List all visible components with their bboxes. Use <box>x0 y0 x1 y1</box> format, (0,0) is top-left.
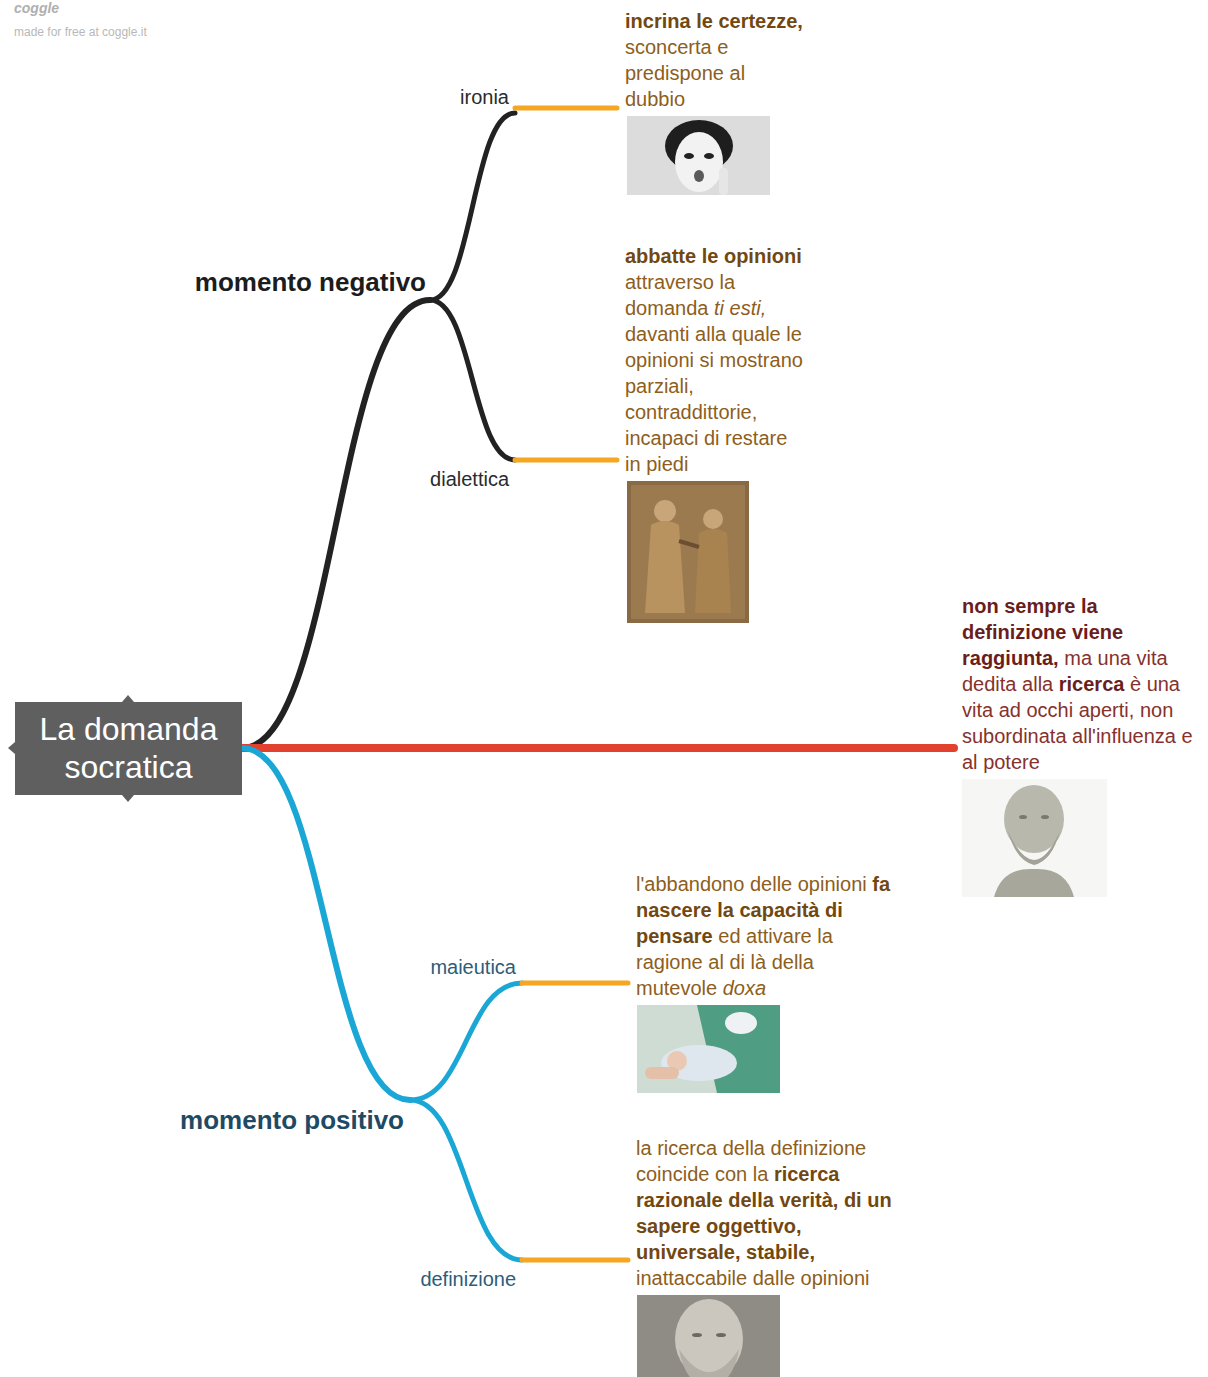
branch-connector <box>242 744 954 752</box>
node-text: incrina le certezze, sconcerta e predisp… <box>625 8 807 112</box>
handle-marker <box>122 795 134 802</box>
node-text: maieutica <box>430 954 516 980</box>
node-text: momento positivo <box>180 1104 404 1136</box>
branch-connector <box>410 983 522 1100</box>
node-text: abbatte le opinioni attraverso la domand… <box>625 243 807 477</box>
leaf-note: incrina le certezze, sconcerta e predisp… <box>617 8 807 112</box>
branch-connector <box>522 1258 628 1263</box>
branch-label: ironia <box>460 84 515 113</box>
node-text: dialettica <box>430 466 509 492</box>
branch-label: dialettica <box>430 460 515 492</box>
branch-connector <box>515 106 617 111</box>
branch-label: momento positivo <box>180 1100 410 1136</box>
handle-marker <box>8 742 15 754</box>
node-text: definizione <box>420 1266 516 1292</box>
watermark: made for free at coggle.it <box>14 25 147 39</box>
node-text: non sempre la definizione viene raggiunt… <box>962 593 1202 775</box>
socrates-bust-picture <box>962 779 1107 897</box>
branch-connector <box>430 300 515 460</box>
leaf-note: la ricerca della definizione coincide co… <box>628 1135 894 1291</box>
node-text: La domanda socratica <box>23 710 234 786</box>
node-text: ironia <box>460 84 509 110</box>
branch-connector <box>522 981 628 986</box>
central-topic: La domanda socratica <box>15 702 242 795</box>
branch-label: momento negativo <box>195 266 430 300</box>
plato-head-picture <box>637 1295 780 1377</box>
branch-connector <box>242 748 410 1100</box>
branch-connector <box>410 1100 522 1260</box>
branch-connector <box>515 458 617 463</box>
branch-connector <box>430 113 515 300</box>
node-text: momento negativo <box>195 266 426 298</box>
leaf-note: abbatte le opinioni attraverso la domand… <box>617 243 807 477</box>
surprised-woman-picture <box>627 116 770 195</box>
watermark: coggle <box>14 0 59 16</box>
bronze-relief-picture <box>627 481 749 623</box>
branch-label: definizione <box>420 1260 522 1292</box>
leaf-note: non sempre la definizione viene raggiunt… <box>954 593 1202 775</box>
node-text: l'abbandono delle opinioni fa nascere la… <box>636 871 894 1001</box>
leaf-note: l'abbandono delle opinioni fa nascere la… <box>628 871 894 1001</box>
midwife-newborn-picture <box>637 1005 780 1093</box>
node-text: la ricerca della definizione coincide co… <box>636 1135 894 1291</box>
branch-connector <box>242 300 430 748</box>
branch-label: maieutica <box>430 954 522 983</box>
